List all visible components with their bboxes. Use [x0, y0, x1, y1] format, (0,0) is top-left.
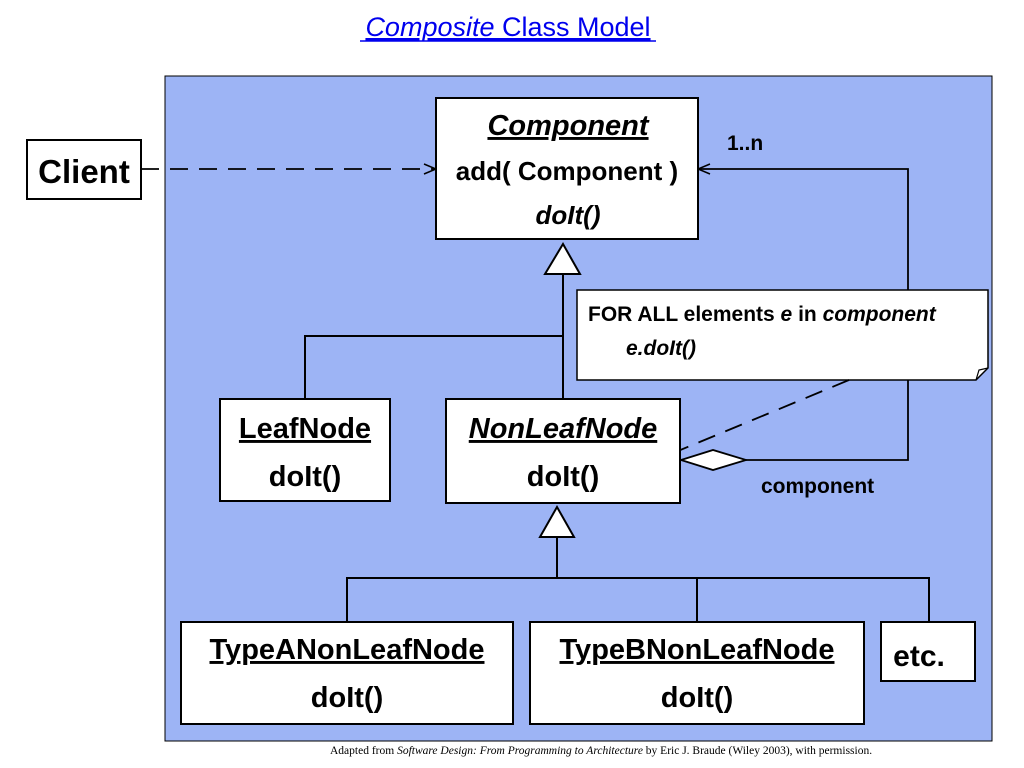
title-rest: Class Model: [495, 12, 651, 42]
multiplicity-label: 1..n: [727, 132, 763, 155]
page-title[interactable]: Composite Class Model: [365, 12, 650, 42]
nonleafnode-name: NonLeafNode: [469, 413, 658, 445]
typebnonleafnode-op: doIt(): [661, 682, 733, 714]
leafnode-box: [219, 398, 391, 502]
note-text-c: in: [792, 303, 822, 326]
client-label: Client: [38, 153, 130, 190]
client-box: [26, 139, 142, 200]
leafnode-name: LeafNode: [239, 413, 371, 445]
leafnode-op: doIt(): [269, 461, 341, 493]
note-text-b: e: [781, 303, 793, 326]
credit-suffix: by Eric J. Braude (Wiley 2003), with per…: [642, 745, 873, 757]
component-op-doit: doIt(): [536, 200, 601, 230]
note-line-2: e.doIt(): [626, 337, 696, 360]
etc-box: [880, 621, 976, 682]
note-text-d: component: [823, 303, 937, 326]
typeanonleafnode-box: [180, 621, 514, 725]
component-op-add: add( Component ): [456, 156, 678, 186]
title-italic: Composite: [365, 12, 494, 42]
credit-book-title: Software Design: From Programming to Arc…: [397, 745, 643, 757]
note-text-a: FOR ALL elements: [588, 303, 781, 326]
note-fold: [975, 367, 989, 381]
note-line-1: FOR ALL elements e in component: [588, 303, 937, 326]
leaf-inheritance-line: [304, 335, 563, 399]
note-box: [576, 289, 989, 381]
credit-line: Adapted from Software Design: From Progr…: [330, 745, 1020, 757]
subtype-branch-line: [346, 577, 930, 622]
nonleafnode-box: [445, 398, 681, 504]
aggregation-label: component: [761, 475, 874, 498]
typeanonleafnode-name: TypeANonLeafNode: [210, 634, 485, 666]
typebnonleafnode-box: [529, 621, 865, 725]
component-name: Component: [487, 110, 649, 142]
aggregation-diamond: [677, 449, 750, 471]
typeanonleafnode-op: doIt(): [311, 682, 383, 714]
nonleafnode-op: doIt(): [527, 461, 599, 493]
credit-prefix: Adapted from: [330, 745, 398, 757]
typebnonleafnode-name: TypeBNonLeafNode: [560, 634, 835, 666]
etc-label: etc.: [893, 640, 945, 673]
